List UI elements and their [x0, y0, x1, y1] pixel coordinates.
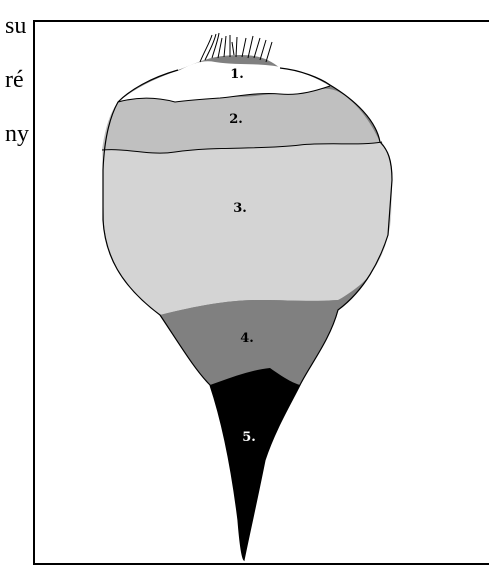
zone-4-label: 4. — [240, 331, 254, 346]
zone-3-region — [102, 142, 392, 315]
zone-5-label: 5. — [242, 430, 256, 445]
zone-1-label: 1. — [230, 67, 244, 82]
zone-2-label: 2. — [229, 112, 243, 127]
zone-3-label: 3. — [233, 201, 247, 216]
zone-5-region — [210, 368, 300, 560]
